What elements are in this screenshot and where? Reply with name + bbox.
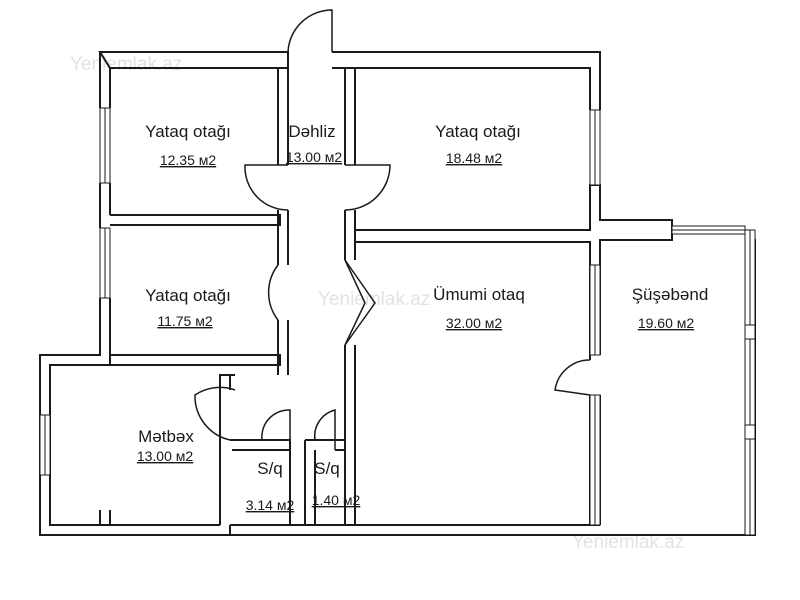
windows <box>39 107 756 536</box>
room-name: Mətbəx <box>138 427 194 446</box>
room-name: Ümumi otaq <box>433 285 525 304</box>
room-name: S/q <box>257 459 283 478</box>
room-kitchen: Mətbəx 13.00 м2 <box>137 427 195 464</box>
room-area: 12.35 м2 <box>160 152 217 168</box>
room-name: S/q <box>314 459 340 478</box>
room-area: 3.14 м2 <box>246 497 295 513</box>
room-name: Yataq otağı <box>145 286 231 305</box>
room-name: Yataq otağı <box>435 122 521 141</box>
watermark-top-left: Yeniemlak.az <box>70 54 182 75</box>
room-area: 13.00 м2 <box>286 149 343 165</box>
room-bedroom-2: Yataq otağı 18.48 м2 <box>435 122 521 166</box>
room-corridor: Dəhliz 13.00 м2 <box>286 122 343 165</box>
room-glazed-balcony: Şüşəbənd 19.60 м2 <box>632 285 709 331</box>
room-area: 32.00 м2 <box>446 315 503 331</box>
room-living-room: Ümumi otaq 32.00 м2 <box>433 285 525 331</box>
room-bedroom-3: Yataq otağı 11.75 м2 <box>145 286 231 329</box>
room-name: Şüşəbənd <box>632 285 709 304</box>
room-bedroom-1: Yataq otağı 12.35 м2 <box>145 122 231 168</box>
room-bathroom-1: S/q 3.14 м2 <box>246 459 295 513</box>
watermark-bottom-right: Yeniemlak.az <box>572 532 684 553</box>
door-swings <box>194 9 591 450</box>
room-area: 11.75 м2 <box>157 313 213 329</box>
room-name: Dəhliz <box>288 122 335 141</box>
room-area: 18.48 м2 <box>446 150 503 166</box>
room-area: 19.60 м2 <box>638 315 695 331</box>
room-area: 1.40 м2 <box>312 492 361 508</box>
room-name: Yataq otağı <box>145 122 231 141</box>
room-bathroom-2: S/q 1.40 м2 <box>312 459 361 508</box>
room-area: 13.00 м2 <box>137 448 194 464</box>
watermark-center: Yeniemlak.az <box>318 289 430 310</box>
